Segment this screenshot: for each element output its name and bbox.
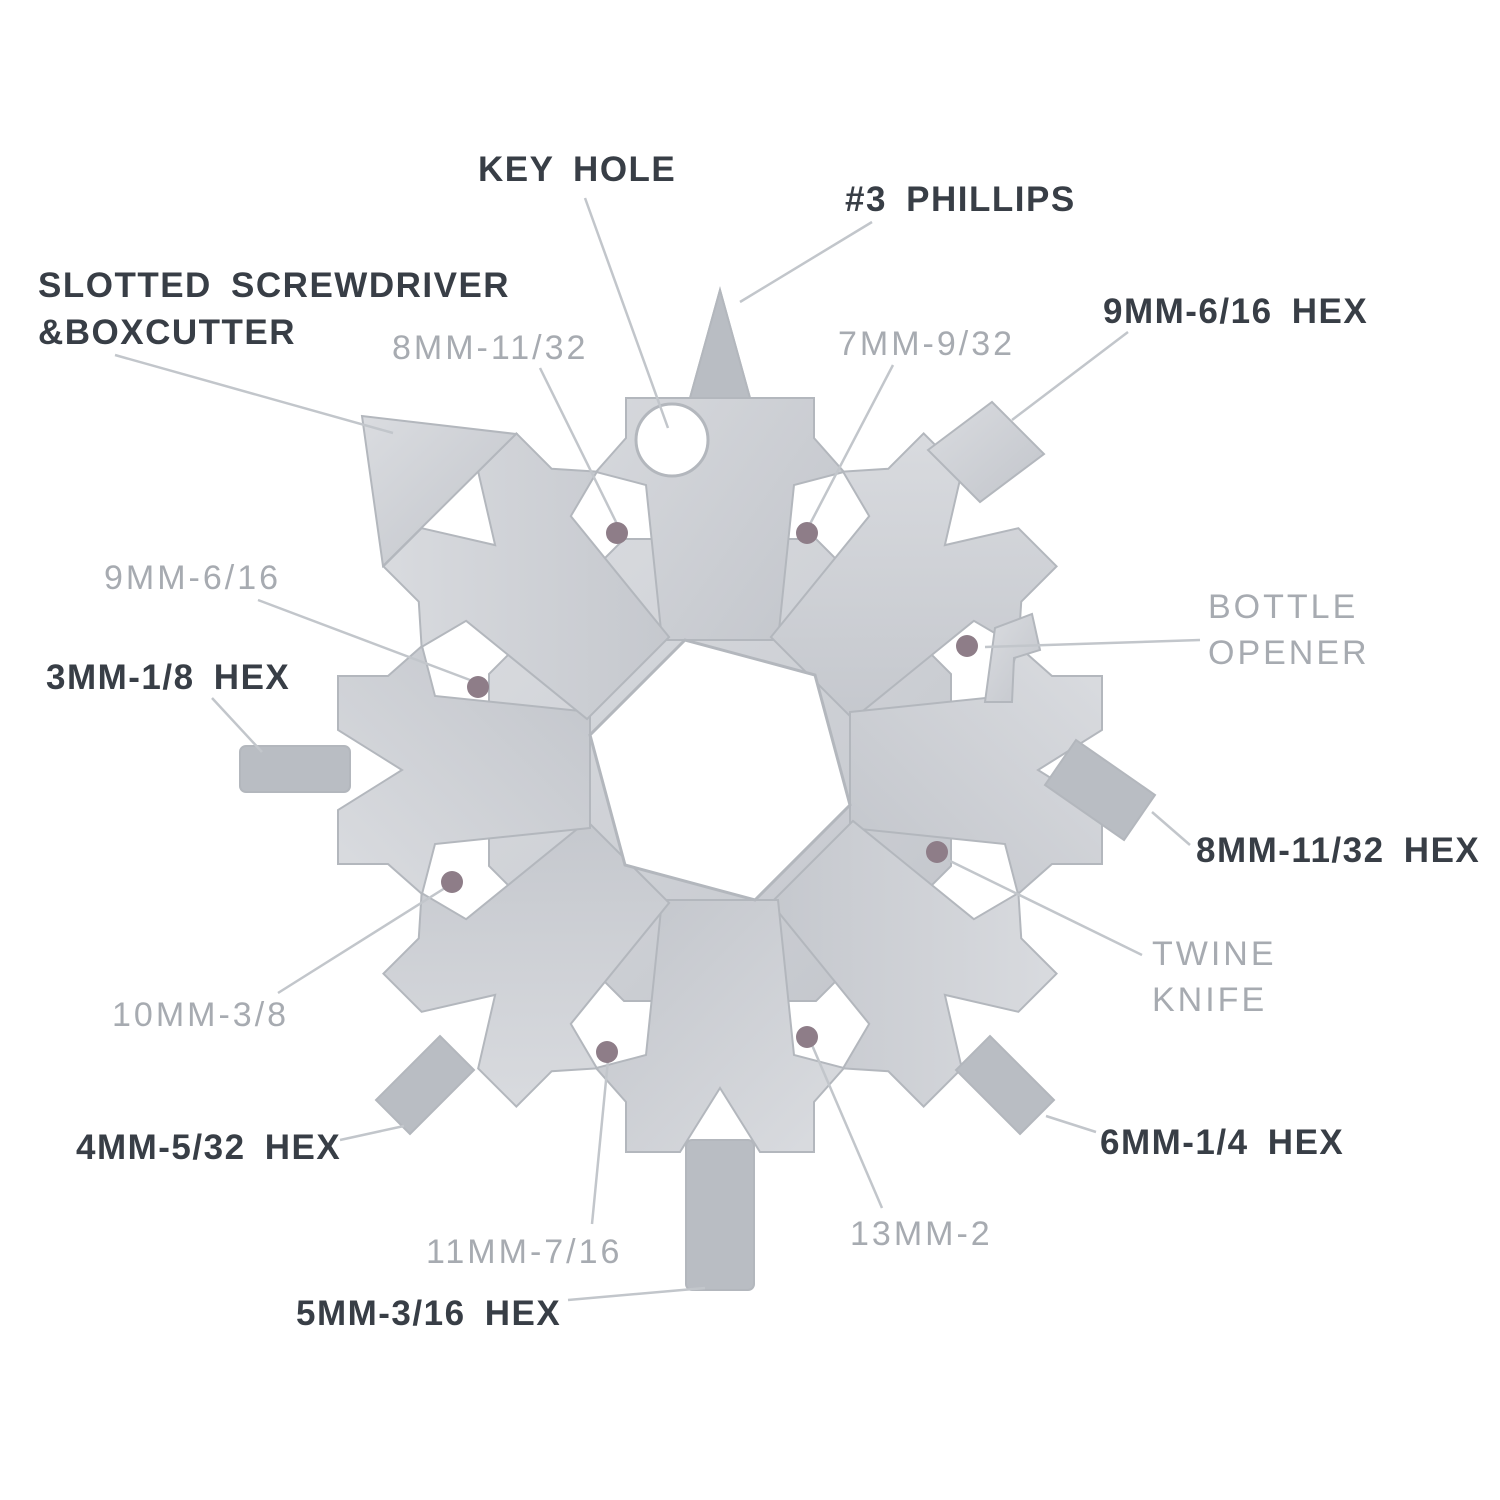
tool-arm-bottom	[594, 899, 846, 1153]
hex-bit-6mm	[954, 1034, 1056, 1136]
label-socket-7mm: 7MM-9/32	[838, 325, 1016, 363]
label-hex-5mm: 5MM-3/16 HEX	[296, 1294, 562, 1333]
leader-hex-5mm	[567, 1286, 706, 1302]
dot-twine-knife	[926, 841, 948, 863]
label-socket-10mm: 10MM-3/8	[112, 996, 290, 1034]
hex-bit-8mm	[1043, 738, 1157, 842]
keyhole-circle	[634, 402, 710, 478]
leader-hex-8mm	[1151, 811, 1191, 846]
leader-socket-8mm	[538, 367, 619, 525]
leader-socket-13mm	[810, 1044, 884, 1209]
label-socket-9mm: 9MM-6/16	[104, 559, 282, 597]
label-hex-4mm: 4MM-5/32 HEX	[76, 1128, 342, 1167]
dot-socket-13mm	[796, 1026, 818, 1048]
leader-socket-11mm	[590, 1059, 610, 1225]
label-twine-line2: KNIFE	[1152, 980, 1268, 1019]
label-hex-6mm: 6MM-1/4 HEX	[1100, 1123, 1345, 1162]
dot-socket-7mm	[796, 522, 818, 544]
label-bottle-line1: BOTTLE	[1208, 588, 1359, 626]
dot-socket-8mm	[606, 522, 628, 544]
dot-socket-9mm	[467, 676, 489, 698]
label-socket-8mm: 8MM-11/32	[392, 329, 589, 367]
label-hex-9mm: 9MM-6/16 HEX	[1103, 292, 1369, 331]
label-twine-knife: TWINE KNIFE	[1152, 932, 1277, 1024]
hex-bit-4mm	[374, 1034, 476, 1136]
label-socket-11mm: 11MM-7/16	[426, 1233, 623, 1271]
dot-socket-11mm	[596, 1041, 618, 1063]
center-hex-socket	[588, 638, 852, 902]
leader-slotted	[114, 353, 394, 435]
label-socket-13mm: 13MM-2	[850, 1215, 993, 1253]
label-key-hole: KEY HOLE	[478, 150, 677, 189]
dot-socket-10mm	[441, 871, 463, 893]
leader-socket-10mm	[277, 886, 446, 995]
tool-arm-top-left	[382, 432, 671, 721]
hex-socket-9mm-tip	[926, 400, 1046, 504]
hex-bit-5mm	[685, 1139, 755, 1291]
leader-socket-7mm	[808, 364, 895, 525]
leader-twine-knife	[947, 858, 1143, 957]
tool-arm-top-right	[769, 432, 1058, 721]
dot-bottle-opener	[956, 635, 978, 657]
leader-bottle-opener	[984, 638, 1201, 649]
tool-arm-left	[337, 644, 591, 896]
label-hex-3mm: 3MM-1/8 HEX	[46, 658, 291, 697]
tool-arm-bottom-right	[769, 819, 1058, 1108]
label-slotted-line2: &BOXCUTTER	[38, 313, 297, 353]
label-bottle-opener: BOTTLE OPENER	[1208, 585, 1370, 677]
leader-lines	[114, 197, 1201, 1302]
marker-dots	[441, 522, 978, 1063]
label-bottle-line2: OPENER	[1208, 633, 1370, 672]
hex-bit-3mm	[239, 745, 351, 793]
tool-arm-bottom-left	[382, 819, 671, 1108]
bottle-opener-hook	[983, 612, 1042, 703]
leader-hex-3mm	[211, 697, 263, 753]
label-phillips: #3 PHILLIPS	[845, 180, 1076, 219]
phillips-tip	[688, 286, 752, 399]
snowflake-tool	[239, 286, 1157, 1291]
label-hex-8mm: 8MM-11/32 HEX	[1196, 831, 1481, 870]
boxcutter-blade-tip	[360, 414, 519, 569]
leader-hex-9mm	[1011, 331, 1129, 421]
leader-hex-4mm	[339, 1124, 405, 1142]
leader-hex-6mm	[1045, 1114, 1097, 1134]
label-slotted-line1: SLOTTED SCREWDRIVER	[38, 266, 511, 305]
leader-phillips	[739, 220, 873, 304]
leader-key-hole	[583, 197, 670, 429]
leader-socket-9mm	[257, 598, 471, 682]
label-slotted-screwdriver: SLOTTED SCREWDRIVER &BOXCUTTER	[38, 262, 510, 357]
label-twine-line1: TWINE	[1152, 935, 1277, 973]
